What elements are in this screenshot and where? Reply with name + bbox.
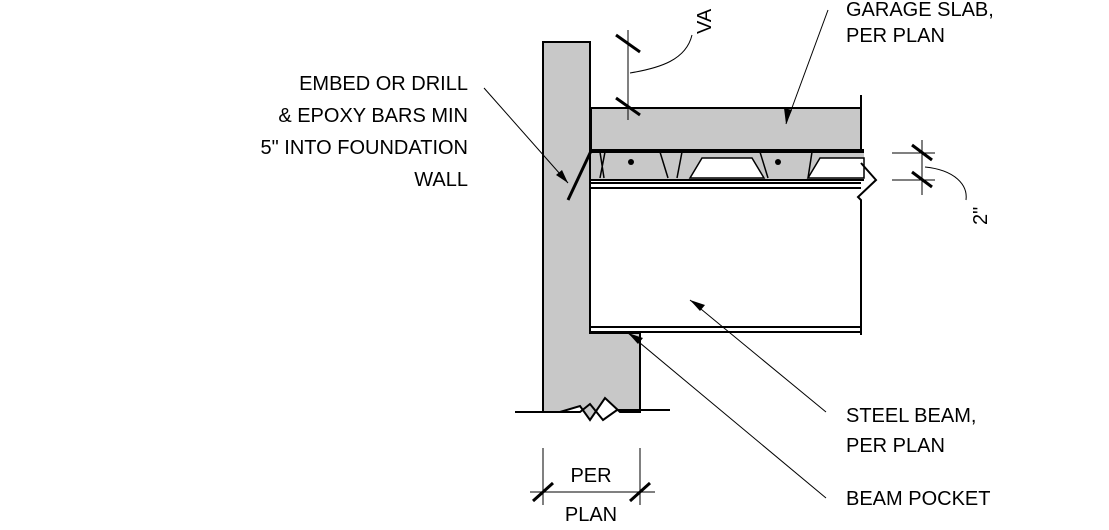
per-plan-label-bottom: PLAN (565, 504, 617, 526)
metal-deck-voids (688, 157, 865, 179)
embed-label-line3: 5" INTO FOUNDATION (261, 137, 468, 159)
slab-leader-arrow (784, 108, 792, 124)
deck-dim-tick (911, 170, 933, 189)
wall-break-line (515, 402, 670, 422)
beam-break-line (856, 162, 878, 335)
pocket-leader-arrow (628, 333, 643, 344)
pocket-leader (627, 332, 827, 499)
per-plan-tick (628, 481, 652, 503)
per-plan-label-top: PER (570, 465, 611, 487)
beam-leader (689, 299, 827, 413)
embed-label-line4: WALL (414, 169, 468, 191)
dowel-bar (566, 150, 593, 201)
vary-dim-tick (615, 33, 641, 54)
pocket-label: BEAM POCKET (846, 488, 990, 510)
garage-slab (590, 107, 862, 151)
beam-label-line1: STEEL BEAM, (846, 405, 976, 427)
beam-label-line2: PER PLAN (846, 435, 945, 457)
deck-dim-leader (924, 166, 967, 201)
vary-leader (629, 34, 693, 74)
rebar-dot (628, 159, 634, 165)
vary-dim-label: VA (694, 8, 716, 34)
slab-label-line1: GARAGE SLAB, (846, 0, 994, 21)
embed-leader-arrow (556, 170, 568, 183)
deck-dim-label: 2" (970, 207, 992, 225)
foundation-wall (542, 41, 641, 422)
slab-leader (785, 9, 829, 125)
embed-leader (483, 87, 569, 184)
embed-label-line2: & EPOXY BARS MIN (278, 105, 468, 127)
deck-dim-tick (911, 143, 933, 162)
vary-dim-tick (615, 96, 641, 117)
per-plan-tick (531, 481, 555, 503)
beam-leader-arrow (690, 300, 705, 311)
embed-label-line1: EMBED OR DRILL (299, 73, 468, 95)
rebar-dot (775, 159, 781, 165)
slab-label-line2: PER PLAN (846, 25, 945, 47)
